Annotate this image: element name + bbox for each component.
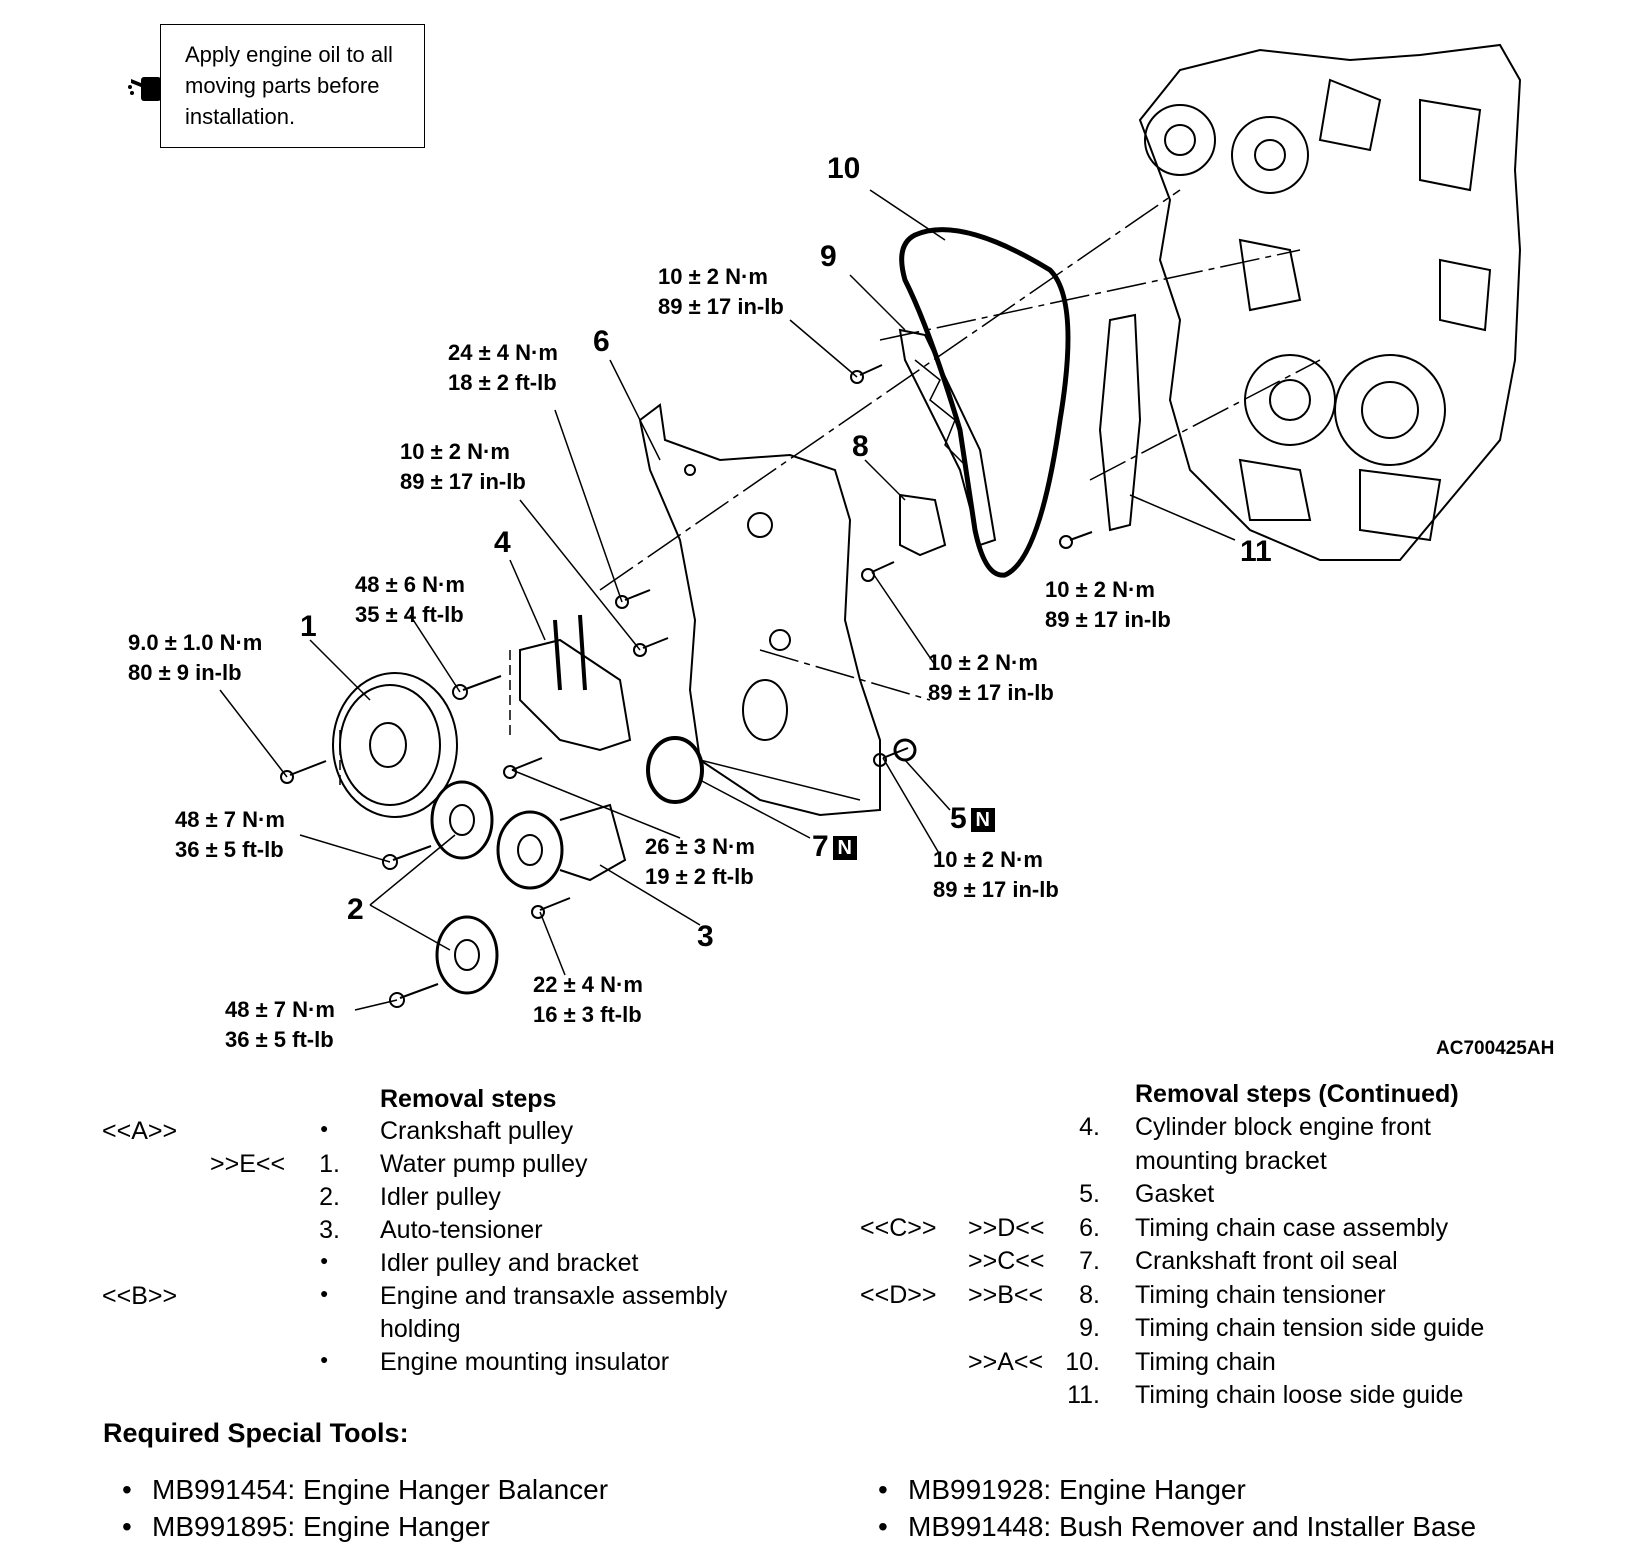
- chain-tensioner: [899, 493, 947, 557]
- callout-1: 1: [300, 610, 317, 643]
- oil-can-icon: [128, 77, 161, 101]
- step-number: 3.: [319, 1216, 340, 1244]
- new-part-mark: N: [970, 808, 995, 832]
- tool-item: MB991928: Engine Hanger: [878, 1474, 1246, 1506]
- callout-8: 8: [852, 430, 869, 463]
- idler-pulley-lower: [435, 915, 499, 995]
- callout-3: 3: [697, 920, 714, 953]
- step-bullet: ●: [320, 1120, 329, 1136]
- step-number: 5.: [1079, 1180, 1100, 1208]
- step-text: Timing chain case assembly: [1135, 1213, 1449, 1242]
- removal-steps-title: Removal steps: [380, 1085, 557, 1113]
- step-number: 1.: [319, 1150, 340, 1178]
- step-number: 8.: [1079, 1280, 1100, 1309]
- step-text: Crankshaft front oil seal: [1135, 1247, 1398, 1275]
- step-text: Engine and transaxle assembly: [380, 1282, 728, 1310]
- step-text: Water pump pulley: [380, 1150, 588, 1178]
- step-text: Auto-tensioner: [380, 1216, 543, 1244]
- callout-10: 10: [827, 152, 861, 185]
- step-bullet: ●: [320, 1351, 329, 1367]
- step-number: 10.: [1065, 1347, 1100, 1376]
- removal-ref-b: >>C<<: [968, 1247, 1045, 1275]
- removal-ref-b: >>E<<: [210, 1150, 286, 1178]
- removal-ref-a: <<D>>: [860, 1280, 937, 1309]
- tension-side-guide: [898, 328, 997, 547]
- timing-chain: [899, 227, 1071, 578]
- step-number: 11.: [1067, 1381, 1100, 1409]
- new-part-mark: N: [832, 836, 857, 860]
- tool-item: MB991448: Bush Remover and Installer Bas…: [878, 1511, 1476, 1543]
- removal-ref-b: >>B<<: [968, 1280, 1044, 1309]
- oil-seal: [646, 736, 704, 804]
- special-tools-title: Required Special Tools:: [103, 1418, 409, 1448]
- tool-item: MB991454: Engine Hanger Balancer: [122, 1474, 608, 1506]
- step-number: 4.: [1079, 1113, 1100, 1141]
- callout-9: 9: [820, 240, 837, 273]
- step-text: Timing chain loose side guide: [1135, 1381, 1464, 1409]
- step-bullet: ●: [320, 1285, 329, 1301]
- step-number: 6.: [1079, 1213, 1100, 1242]
- removal-ref-a: <<A>>: [102, 1117, 178, 1145]
- step-text: mounting bracket: [1135, 1146, 1327, 1175]
- step-text: Crankshaft pulley: [380, 1117, 574, 1145]
- note-box: Apply engine oil to all moving parts bef…: [128, 24, 425, 148]
- step-text: Engine mounting insulator: [380, 1348, 670, 1376]
- callout-11: 11: [1240, 535, 1272, 568]
- removal-steps-continued-title: Removal steps (Continued): [1135, 1080, 1459, 1108]
- step-text: Timing chain: [1135, 1347, 1276, 1376]
- loose-side-guide: [1098, 313, 1142, 532]
- timing-chain-case: [638, 403, 881, 817]
- step-text: Timing chain tensioner: [1135, 1280, 1386, 1309]
- removal-ref-b: >>D<<: [968, 1213, 1045, 1242]
- mounting-bracket: [519, 638, 632, 752]
- step-number: 9.: [1079, 1314, 1100, 1342]
- tool-item: MB991895: Engine Hanger: [122, 1511, 490, 1543]
- callout-4: 4: [494, 526, 511, 559]
- engine-block: [1138, 43, 1522, 561]
- auto-tensioner: [496, 810, 564, 890]
- step-number: 2.: [319, 1183, 340, 1211]
- exploded-view-drawing: [219, 43, 1522, 1011]
- callout-2: 2: [347, 893, 364, 926]
- removal-ref-b: >>A<<: [968, 1347, 1044, 1376]
- crankshaft-pulley: [332, 672, 458, 818]
- callout-6: 6: [593, 325, 610, 358]
- note-text: Apply engine oil to all moving parts bef…: [185, 42, 393, 129]
- step-text: holding: [380, 1315, 461, 1343]
- step-text: Idler pulley and bracket: [380, 1249, 639, 1277]
- step-bullet: ●: [320, 1252, 329, 1268]
- step-text: Idler pulley: [380, 1183, 501, 1211]
- removal-ref-a: <<B>>: [102, 1282, 178, 1310]
- figure-id: AC700425AH: [1436, 1038, 1555, 1059]
- removal-ref-a: <<C>>: [860, 1213, 937, 1242]
- step-text: Timing chain tension side guide: [1135, 1314, 1485, 1342]
- idler-pulley-upper: [430, 780, 494, 860]
- step-text: Gasket: [1135, 1180, 1215, 1208]
- step-text: Cylinder block engine front: [1135, 1113, 1431, 1141]
- step-number: 7.: [1079, 1247, 1100, 1275]
